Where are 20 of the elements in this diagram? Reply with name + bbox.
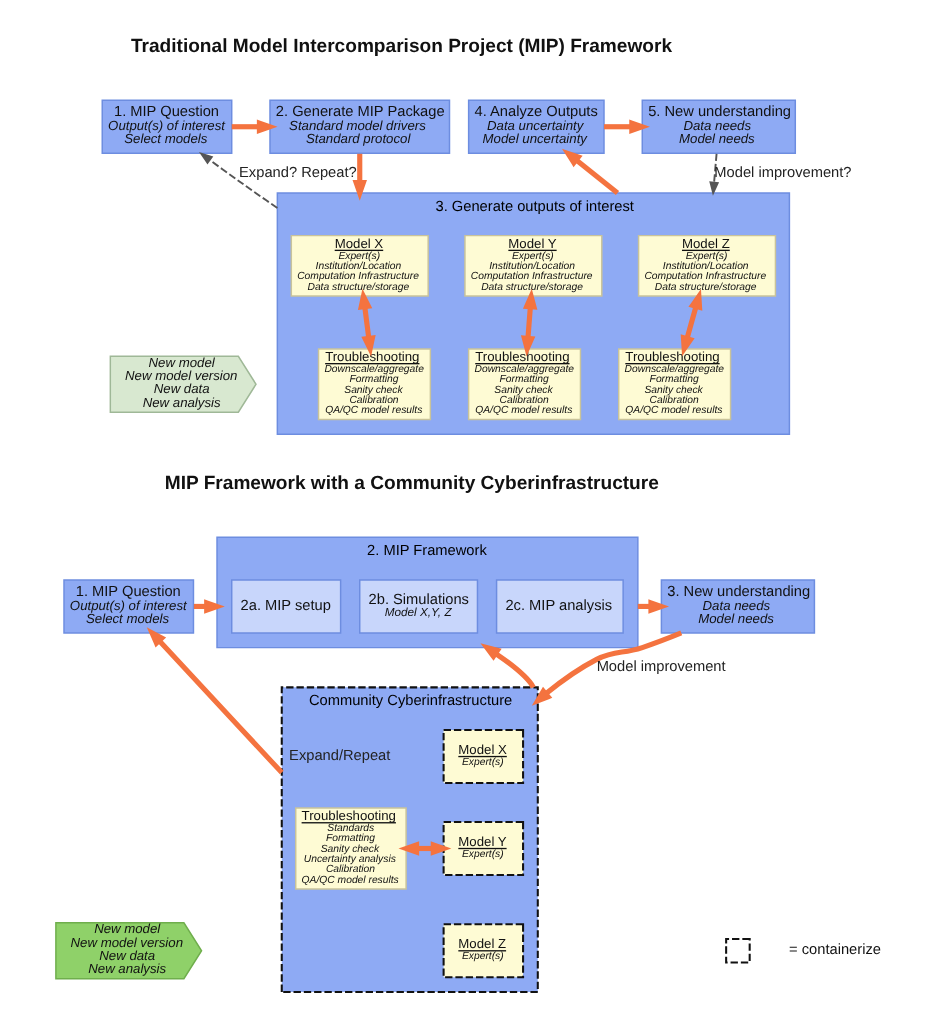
arrow: [679, 288, 702, 357]
arrow: [603, 119, 649, 134]
edge-label: Expand? Repeat?: [238, 162, 356, 181]
label: MIP Framework with a Community Cyberinfrastructure: [163, 473, 658, 496]
edge-label: Model improvement: [595, 657, 725, 676]
legend-label: = containerize: [788, 940, 880, 959]
arrow: [145, 627, 283, 775]
edge-label: Expand/Repeat: [288, 746, 390, 765]
arrow: [708, 152, 719, 196]
arrow: [479, 643, 535, 689]
arrow: [519, 288, 537, 357]
arrow: [230, 119, 277, 134]
arrow: [530, 630, 682, 706]
node-box: 2c. MIP analysis: [494, 579, 623, 634]
arrow: [197, 152, 278, 209]
arrow: [356, 288, 375, 357]
node-box: 2a. MIP setup: [230, 579, 341, 634]
label: Traditional Model Intercomparison Project (MIP) Framework: [129, 36, 672, 59]
arrow: [351, 153, 366, 201]
edge-label: Model improvement?: [713, 162, 851, 181]
